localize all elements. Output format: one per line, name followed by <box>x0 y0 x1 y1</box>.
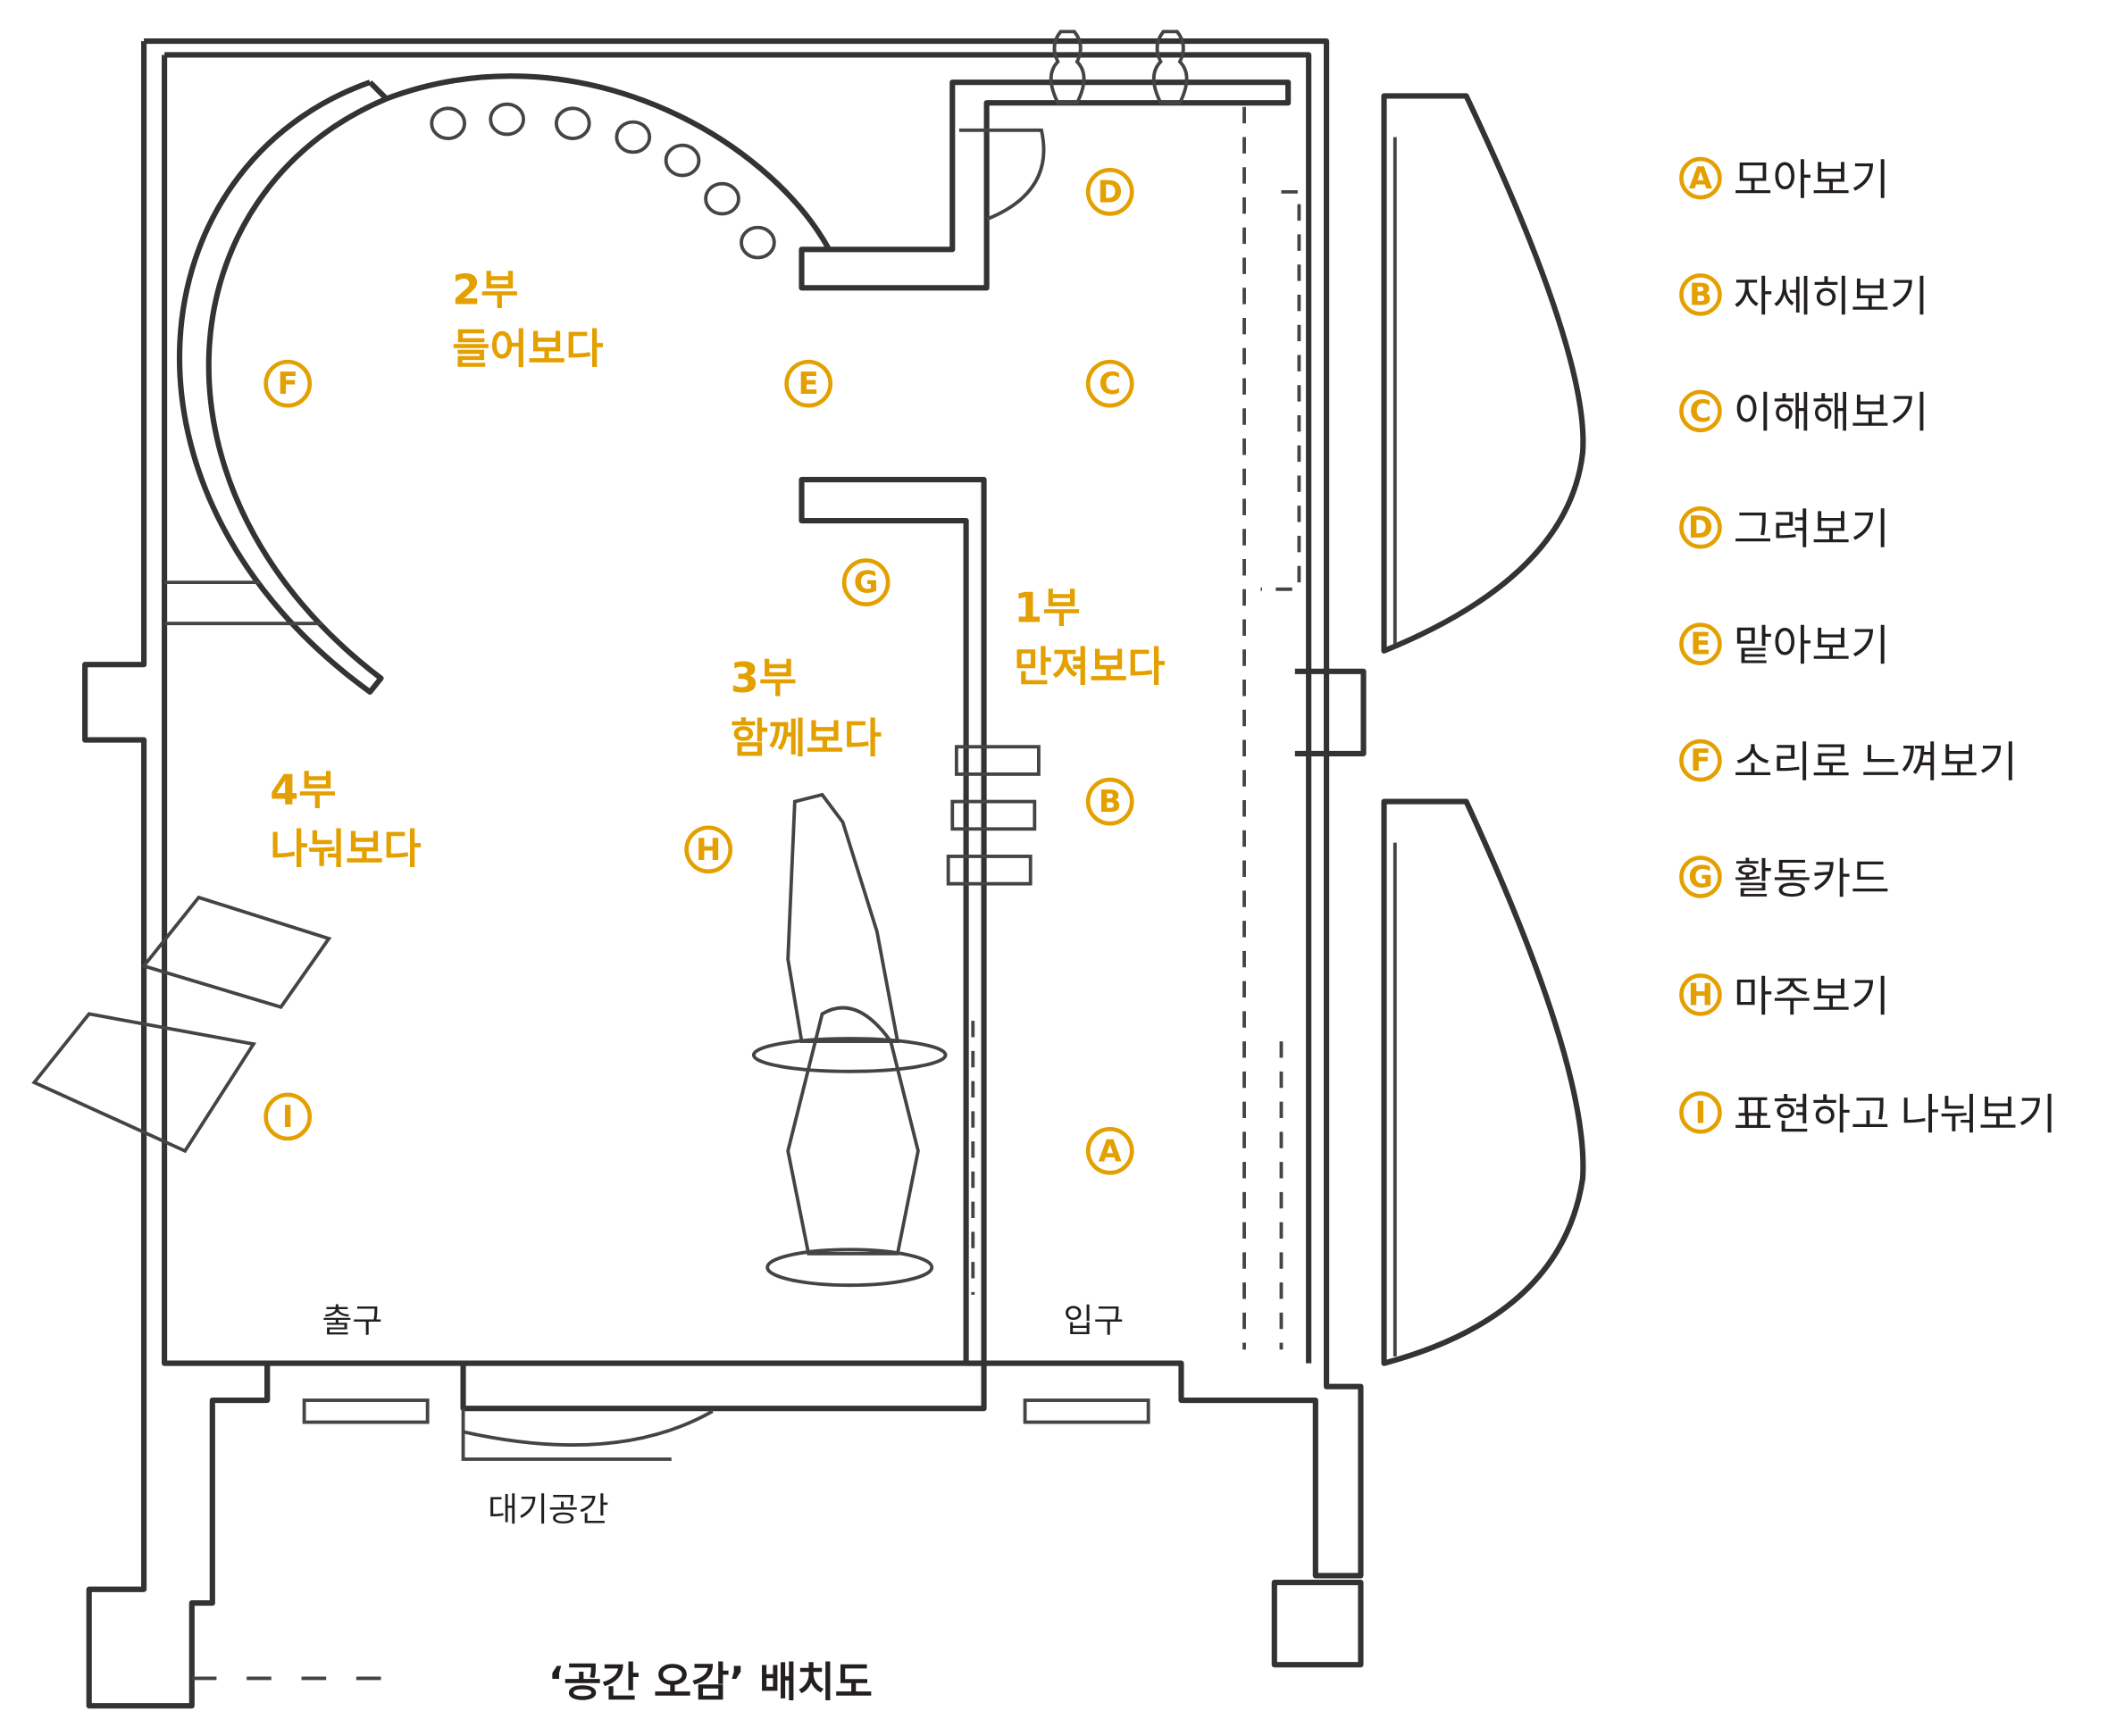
section-2-num: 2부 <box>452 266 518 314</box>
legend-item: F 소리로 느껴보기 <box>1679 739 2018 787</box>
legend-item: D 그려보기 <box>1679 505 1890 554</box>
svg-text:E: E <box>1690 627 1710 662</box>
svg-text:C: C <box>1099 366 1121 401</box>
svg-text:모아보기: 모아보기 <box>1734 158 1890 204</box>
section-3-num: 3부 <box>731 654 797 702</box>
svg-text:G: G <box>1688 859 1713 894</box>
svg-text:소리로 느껴보기: 소리로 느껴보기 <box>1734 740 2018 787</box>
showcase-panels <box>1381 93 1586 1366</box>
legend-item: G 활동카드 <box>1679 855 1890 903</box>
svg-text:활동카드: 활동카드 <box>1734 856 1890 903</box>
legend-item: H 마주보기 <box>1679 973 1890 1021</box>
svg-text:D: D <box>1688 510 1713 545</box>
section-4-num: 4부 <box>270 766 336 814</box>
svg-text:H: H <box>696 832 721 867</box>
arc-wall <box>164 73 832 695</box>
svg-text:표현하고 나눠보기: 표현하고 나눠보기 <box>1734 1092 2057 1139</box>
vase-icon <box>1049 29 1086 105</box>
upper-partition <box>799 29 1301 1350</box>
diagram-title: ‘공간 오감’ 배치도 <box>548 1657 873 1706</box>
sculpture-icon <box>751 792 948 1288</box>
marker-b: B <box>1085 777 1134 826</box>
entrance-label: 입구 <box>1064 1301 1125 1340</box>
section-2-name: 들어보다 <box>452 325 603 373</box>
legend-item: A 모아보기 <box>1679 156 1890 204</box>
speaker-holes <box>430 102 776 260</box>
legend-item: E 맡아보기 <box>1679 622 1890 671</box>
svg-text:I: I <box>282 1099 294 1134</box>
marker-i: I <box>263 1092 313 1141</box>
outer-walls <box>82 38 1367 1709</box>
legend-item: I 표현하고 나눠보기 <box>1679 1091 2057 1139</box>
svg-text:I: I <box>1695 1095 1707 1130</box>
marker-f: F <box>263 359 313 408</box>
svg-text:A: A <box>1099 1133 1122 1168</box>
exit-label: 출구 <box>322 1301 383 1340</box>
svg-text:G: G <box>854 565 879 600</box>
svg-text:A: A <box>1689 161 1712 196</box>
svg-text:E: E <box>799 366 819 401</box>
svg-text:D: D <box>1098 174 1123 209</box>
svg-text:자세히보기: 자세히보기 <box>1734 274 1929 321</box>
svg-text:B: B <box>1099 784 1122 819</box>
marker-h: H <box>684 825 733 874</box>
svg-text:그려보기: 그려보기 <box>1734 507 1890 554</box>
svg-text:B: B <box>1689 277 1712 312</box>
center-partition <box>751 476 1041 1366</box>
waiting-area-label: 대기공간 <box>488 1490 608 1529</box>
svg-text:마주보기: 마주보기 <box>1734 974 1890 1021</box>
svg-text:C: C <box>1690 394 1712 429</box>
marker-d: D <box>1085 168 1134 216</box>
marker-c: C <box>1085 359 1134 408</box>
marker-a: A <box>1085 1126 1134 1175</box>
svg-text:맡아보기: 맡아보기 <box>1734 624 1890 671</box>
section-3-name: 함께보다 <box>731 714 882 762</box>
figurine-icons <box>946 745 1041 886</box>
legend-item: C 이해해보기 <box>1679 389 1929 438</box>
vase-icon <box>1151 29 1189 105</box>
section-1-name: 만져보다 <box>1014 643 1165 691</box>
section-4-name: 나눠보다 <box>270 825 421 873</box>
legend: A 모아보기 B 자세히보기 C 이해해보기 D 그려보기 E 맡아보기 F 소리로 느껴보… <box>1679 156 2057 1139</box>
marker-g: G <box>841 558 891 606</box>
legend-item: B 자세히보기 <box>1679 273 1929 321</box>
marker-e: E <box>784 359 833 408</box>
svg-text:F: F <box>278 366 298 401</box>
svg-text:H: H <box>1688 977 1713 1012</box>
section-1-num: 1부 <box>1014 584 1080 632</box>
svg-text:F: F <box>1690 743 1710 778</box>
svg-text:이해해보기: 이해해보기 <box>1734 391 1929 438</box>
tablet-icons <box>31 895 332 1154</box>
